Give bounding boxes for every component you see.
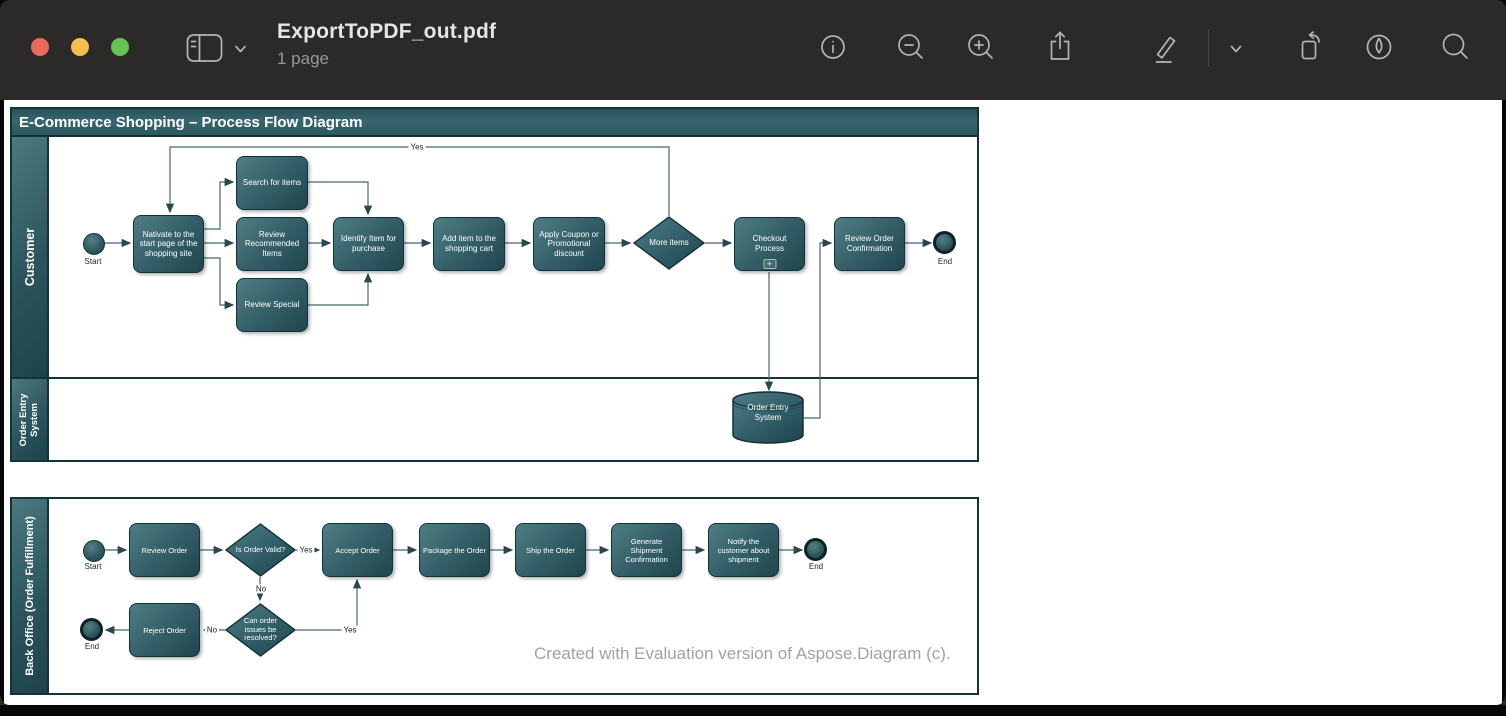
task-package-order: Package the Order (419, 523, 490, 577)
zoom-in-button[interactable] (965, 31, 997, 63)
gateway-can-resolve-label: Can order issues be resolved? (243, 616, 278, 643)
task-apply-coupon: Apply Coupon or Promotional discount (533, 217, 605, 271)
sidebar-toggle-button[interactable] (186, 32, 224, 64)
info-button[interactable] (818, 32, 848, 62)
zoom-out-icon (898, 34, 923, 59)
task-notify-customer: Notify the customer about shipment (708, 523, 779, 577)
task-checkout-label: Checkout Process (752, 234, 787, 253)
gateway-more-items: More items (633, 216, 705, 270)
task-add-item: Add item to the shopping cart (433, 217, 505, 271)
rotate-left-icon (1301, 31, 1320, 60)
task-navigate: Nativate to the start page of the shoppi… (133, 215, 204, 273)
diamond-shape (633, 216, 705, 270)
end-event-backoffice-label: End (808, 562, 824, 571)
sidebar-icon (186, 34, 223, 62)
zoom-out-button[interactable] (895, 31, 927, 63)
chevron-down-icon (1230, 45, 1242, 53)
pool-ecommerce: E-Commerce Shopping – Process Flow Diagr… (10, 107, 979, 462)
rotate-left-button[interactable] (1294, 30, 1326, 63)
diamond-shape (225, 523, 296, 577)
task-review-recommended: Review Recommended Items (236, 217, 308, 271)
document-title-block: ExportToPDF_out.pdf 1 page (277, 20, 496, 69)
document-title: ExportToPDF_out.pdf (277, 20, 497, 43)
lane-customer: Customer (12, 137, 977, 377)
end-event-rejected (80, 618, 103, 641)
end-event-customer (933, 231, 956, 254)
chevron-down-icon (235, 45, 246, 53)
start-event-backoffice-label: Start (84, 562, 102, 571)
end-event-customer-label: End (937, 257, 953, 266)
end-event-backoffice (804, 538, 827, 561)
zoom-window-button[interactable] (111, 38, 129, 56)
edge-label-valid-no: No (253, 584, 269, 594)
task-review-special: Review Special (236, 278, 308, 332)
lane-back-office: Back Office (Order Fulfillment) (12, 499, 977, 693)
task-review-confirmation: Review Order Confirmation (834, 217, 905, 271)
window-edge-right (1502, 100, 1506, 705)
pen-nib-circle-icon (1366, 34, 1392, 60)
gateway-is-order-valid-label: Is Order Valid? (235, 544, 286, 554)
task-reject-order: Reject Order (129, 603, 200, 657)
autofill-pen-button[interactable] (1363, 31, 1395, 63)
task-review-order: Review Order (129, 523, 200, 577)
window-edge-left (0, 100, 4, 705)
lane-order-entry-label: Order Entry System (17, 393, 40, 446)
task-generate-confirmation: Generate Shipment Confirmation (611, 523, 682, 577)
document-page-count: 1 page (277, 49, 329, 68)
pool-title-banner: E-Commerce Shopping – Process Flow Diagr… (12, 109, 977, 137)
lane-back-office-header: Back Office (Order Fulfillment) (12, 499, 49, 693)
database-label: Order Entry System (747, 403, 789, 422)
edge-label-resolve-no: No (204, 625, 220, 635)
edge-label-resolve-yes: Yes (341, 625, 359, 635)
share-icon (1050, 31, 1070, 60)
lane-back-office-label: Back Office (Order Fulfillment) (23, 516, 36, 676)
sidebar-menu-chevron[interactable] (233, 42, 248, 56)
share-button[interactable] (1045, 29, 1075, 64)
start-event-customer-label: Start (84, 257, 102, 266)
diamond-shape (225, 603, 296, 657)
start-event-customer (83, 233, 105, 255)
titlebar-toolbar: ExportToPDF_out.pdf 1 page (0, 0, 1506, 100)
info-icon (821, 35, 845, 59)
start-event-backoffice (83, 540, 105, 562)
task-search-items: Search for items (236, 156, 308, 210)
search-button[interactable] (1440, 31, 1472, 63)
task-accept-order: Accept Order (322, 523, 393, 577)
gateway-is-order-valid: Is Order Valid? (225, 523, 296, 577)
edge-label-valid-yes: Yes (297, 545, 315, 555)
evaluation-watermark: Created with Evaluation version of Aspos… (534, 644, 951, 663)
edge-label-loop-yes: Yes (408, 142, 426, 152)
gateway-can-resolve: Can order issues be resolved? (225, 603, 296, 657)
lane-customer-header: Customer (12, 137, 49, 377)
database-order-entry-system (732, 391, 804, 444)
zoom-in-icon (968, 34, 993, 59)
lane-order-entry-system: Order Entry System (12, 377, 977, 460)
lane-customer-label: Customer (22, 227, 37, 287)
end-event-rejected-label: End (84, 642, 100, 651)
markup-options-chevron[interactable] (1228, 42, 1244, 56)
task-checkout-process: Checkout Process + (734, 217, 805, 271)
close-window-button[interactable] (31, 38, 49, 56)
task-ship-order: Ship the Order (515, 523, 586, 577)
pdf-page[interactable]: E-Commerce Shopping – Process Flow Diagr… (0, 100, 1506, 705)
gateway-more-items-label: More items (649, 238, 689, 248)
markup-pencil-icon (1155, 36, 1176, 63)
toolbar-divider (1208, 29, 1209, 67)
search-icon (1442, 33, 1468, 59)
task-identify-item: Identify Item for purchase (333, 217, 404, 271)
markup-button[interactable] (1148, 31, 1182, 65)
lane-order-entry-header: Order Entry System (12, 379, 49, 460)
minimize-window-button[interactable] (71, 38, 89, 56)
subprocess-plus-icon: + (763, 259, 776, 269)
